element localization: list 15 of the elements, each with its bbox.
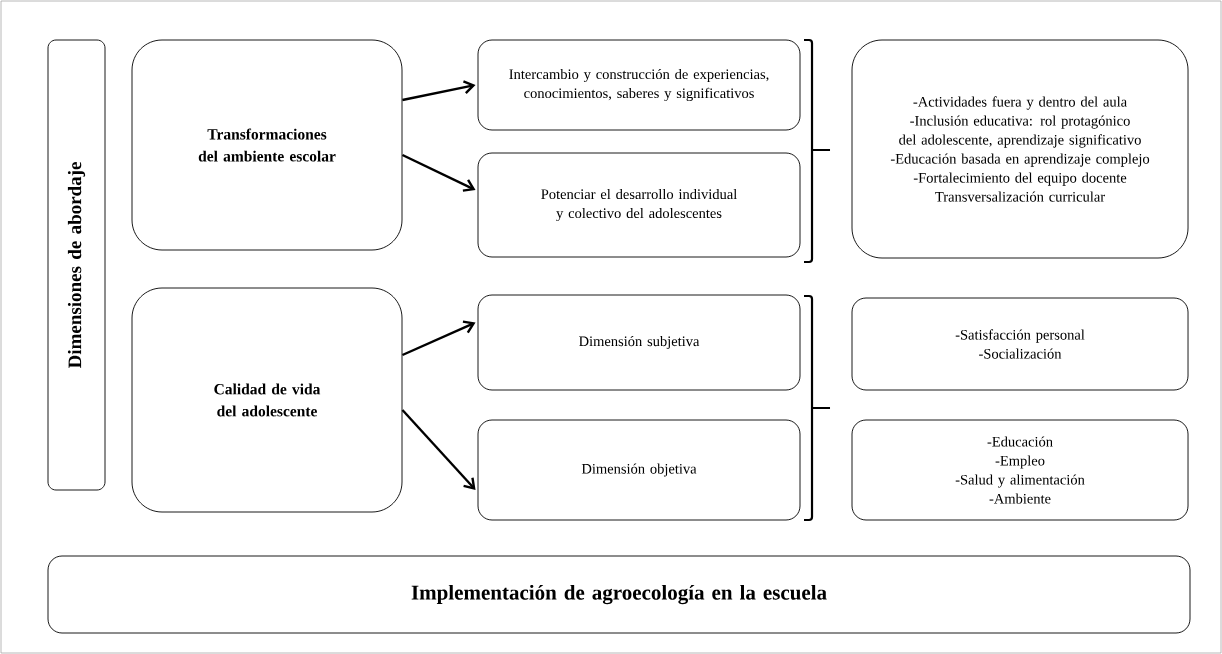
foundation-box: Implementación de agroecología en la escuela [47,555,1191,634]
category-box: Transformaciones del ambiente escolar [131,39,403,251]
result-box: -Satisfacción personal -Socialización [851,297,1189,391]
process-box: Dimensión objetiva [477,419,801,521]
result-box: -Actividades fuera y dentro del aula -Inclusión educativa: rol protagónico del adolescente, aprendizaje significativo -Educación basada en aprendizaje complejo -Fortalecimiento del equipo docente Transversalización curricular [851,39,1189,259]
result-box: -Educación -Empleo -Salud y alimentación -Ambiente [851,419,1189,521]
category-box: Calidad de vida del adolescente [131,287,403,513]
arrow [401,153,476,192]
dimension-band: Dimensiones de abordaje [47,39,106,491]
arrow [401,320,476,357]
process-box: Potenciar el desarrollo individual y colectivo del adolescentes [477,152,801,258]
arrow [402,80,476,102]
process-box: Intercambio y construcción de experiencias, conocimientos, saberes y significativos [477,39,801,131]
process-box: Dimensión subjetiva [477,294,801,391]
arrow [401,409,476,490]
